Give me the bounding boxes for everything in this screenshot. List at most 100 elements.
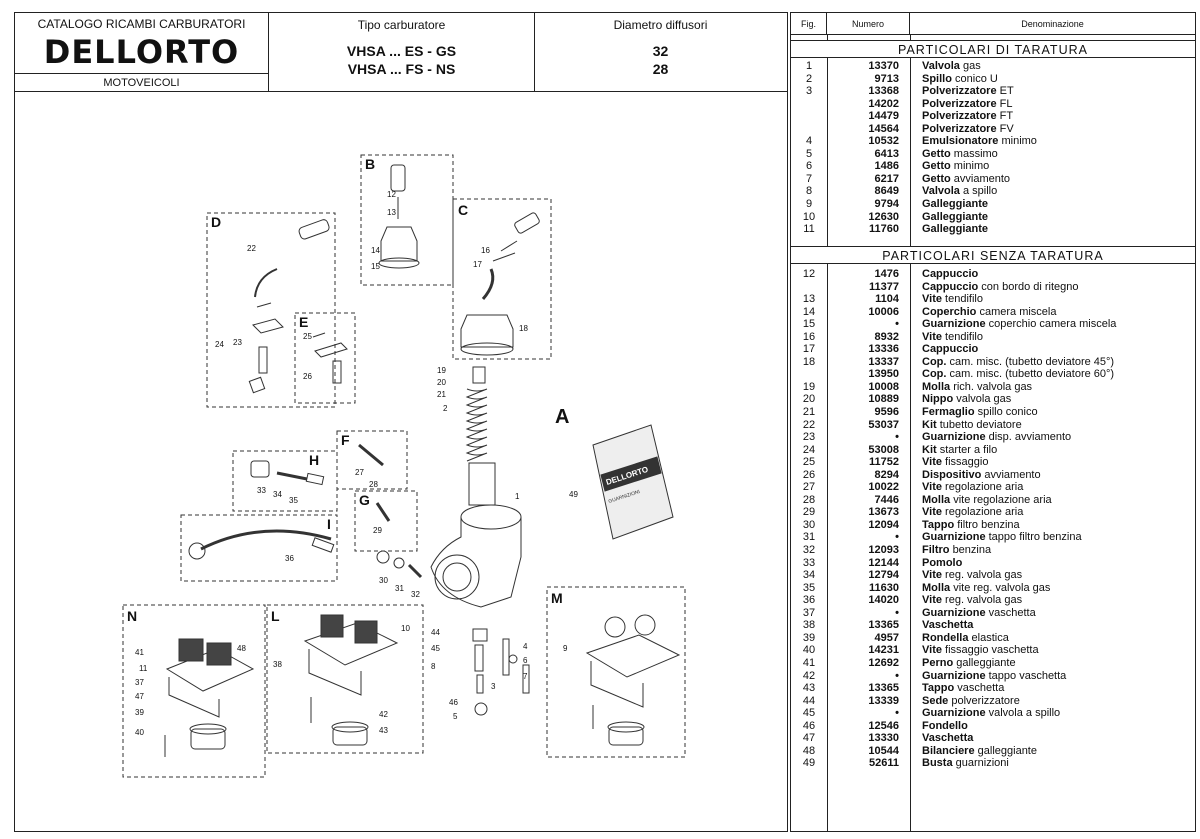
- row-description: Cop. cam. misc. (tubetto deviatore 60°): [922, 368, 1114, 381]
- row-number: 12630: [868, 210, 899, 223]
- row-description: Vaschetta: [922, 619, 973, 632]
- row-part-name: Guarnizione: [922, 707, 986, 720]
- row-number: •: [895, 431, 899, 444]
- row-part-name: Guarnizione: [922, 318, 986, 331]
- spring-19-shape: [465, 388, 488, 462]
- callout-11: 11: [139, 664, 148, 673]
- callout-3: 3: [491, 682, 496, 691]
- row-description: Vite regolazione aria: [922, 481, 1023, 494]
- row-description: Tappo filtro benzina: [922, 519, 1020, 532]
- row-part-detail: fissaggio: [945, 456, 989, 469]
- row-number: 10022: [868, 481, 899, 494]
- row-description: Vite fissaggio vaschetta: [922, 644, 1039, 657]
- group-box-e: [294, 312, 356, 404]
- callout-2: 2: [443, 404, 448, 413]
- row-description: Polverizzatore FT: [922, 110, 1013, 123]
- row-number: 7446: [874, 493, 899, 506]
- col-header-name: Denominazione: [910, 13, 1195, 35]
- row-fig: 29: [802, 506, 816, 519]
- row-fig: 23: [802, 431, 816, 444]
- row-part-detail: gas: [962, 60, 981, 72]
- row-fig: 33: [802, 556, 816, 569]
- row-fig: 3: [805, 85, 813, 98]
- row-part-detail: a spillo: [962, 185, 998, 198]
- row-number: 12094: [868, 518, 899, 531]
- row-part-name: Polverizzatore: [922, 122, 997, 135]
- row-number: 14231: [868, 644, 899, 657]
- row-description: Galleggiante: [922, 223, 988, 236]
- row-part-detail: FV: [999, 122, 1014, 135]
- callout-26: 26: [303, 372, 312, 381]
- row-number: 13339: [868, 694, 899, 707]
- cover-14-shape: [380, 226, 418, 262]
- row-fig: 38: [802, 619, 816, 632]
- row-number: 13368: [868, 85, 899, 98]
- parts-table: Fig. Numero Denominazione PARTICOLARI DI…: [790, 12, 1196, 832]
- row-part-name: Guarnizione: [922, 431, 986, 444]
- callout-21: 21: [437, 390, 446, 399]
- row-description: Getto minimo: [922, 160, 989, 173]
- row-number: 11760: [869, 223, 899, 236]
- callout-35: 35: [289, 496, 298, 505]
- row-description: Perno galleggiante: [922, 657, 1016, 670]
- callout-18: 18: [519, 324, 528, 333]
- row-description: Bilanciere galleggiante: [922, 745, 1037, 758]
- row-number: 14020: [868, 594, 899, 607]
- row-number: 8649: [874, 185, 899, 198]
- row-part-name: Kit: [922, 418, 937, 431]
- group-box-l: [266, 604, 424, 754]
- callout-25: 25: [303, 332, 312, 341]
- callout-17: 17: [473, 260, 482, 269]
- col-header-number: Numero: [827, 13, 910, 35]
- row-number: 10006: [868, 305, 899, 318]
- row-description: Cappuccio con bordo di ritegno: [922, 281, 1079, 294]
- group-label-h: H: [309, 452, 319, 468]
- row-part-detail: fissaggio vaschetta: [945, 644, 1039, 657]
- row-number: •: [895, 606, 899, 619]
- callout-32: 32: [411, 590, 420, 599]
- table-row: 42•Guarnizione tappo vaschetta: [791, 670, 1195, 683]
- row-part-detail: cam. misc. (tubetto deviatore 60°): [949, 368, 1115, 381]
- row-part-name: Galleggiante: [922, 210, 989, 223]
- row-fig: 48: [802, 744, 816, 757]
- row-part-name: Spillo: [922, 72, 952, 85]
- row-number: 14202: [868, 97, 899, 110]
- callout-46: 46: [449, 698, 458, 707]
- callout-44: 44: [431, 628, 440, 637]
- row-part-detail: vite regolazione aria: [953, 493, 1052, 506]
- row-number: 12794: [868, 569, 899, 582]
- row-part-name: Polverizzatore: [922, 110, 997, 123]
- row-part-name: Pomolo: [922, 556, 963, 569]
- callout-48: 48: [237, 644, 246, 653]
- group-box-d: [206, 212, 336, 408]
- row-description: Getto massimo: [922, 148, 998, 161]
- row-part-name: Perno: [922, 656, 954, 669]
- row-part-name: Coperchio: [922, 305, 977, 318]
- row-part-name: Guarnizione: [922, 669, 986, 682]
- row-part-name: Bilanciere: [922, 744, 975, 757]
- row-part-detail: regolazione aria: [945, 481, 1024, 494]
- row-number: •: [895, 318, 899, 331]
- row-fig: 11: [803, 223, 815, 236]
- row-number: 13950: [868, 368, 899, 381]
- row-description: Coperchio camera miscela: [922, 306, 1057, 319]
- row-description: Molla vite reg. valvola gas: [922, 582, 1050, 595]
- row-number: 9596: [874, 406, 899, 419]
- callout-7: 7: [523, 672, 528, 681]
